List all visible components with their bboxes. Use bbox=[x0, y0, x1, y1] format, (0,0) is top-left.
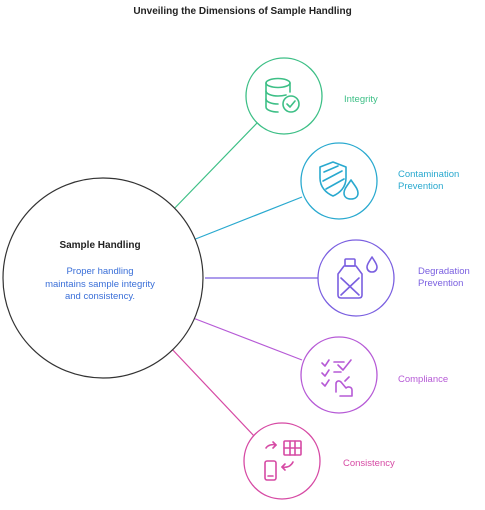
compliance-circle bbox=[300, 336, 378, 414]
center-circle bbox=[2, 177, 204, 379]
consistency-circle bbox=[243, 422, 321, 500]
diagram-title: Unveiling the Dimensions of Sample Handl… bbox=[133, 6, 352, 17]
connector-contamination bbox=[192, 196, 303, 241]
shield-droplet-icon bbox=[319, 161, 359, 200]
bottle-cross-droplet-icon bbox=[337, 256, 378, 299]
connector-compliance bbox=[192, 317, 303, 361]
center-description: Proper handling maintains sample integri… bbox=[45, 266, 155, 302]
branch-label-integrity: Integrity bbox=[344, 94, 378, 105]
degradation-circle bbox=[317, 239, 395, 317]
database-check-icon bbox=[265, 77, 300, 113]
branch-label-contamination-prevention: Contamination Prevention bbox=[398, 169, 460, 192]
phone-table-sync-icon bbox=[264, 440, 302, 481]
checklist-hand-icon bbox=[321, 359, 353, 397]
branch-label-consistency: Consistency bbox=[343, 458, 395, 469]
branch-label-compliance: Compliance bbox=[398, 374, 449, 385]
center-title: Sample Handling bbox=[59, 240, 141, 251]
connector-consistency bbox=[169, 346, 257, 439]
connector-integrity bbox=[169, 121, 259, 214]
branch-label-degradation-prevention: Degradation Prevention bbox=[418, 266, 470, 289]
